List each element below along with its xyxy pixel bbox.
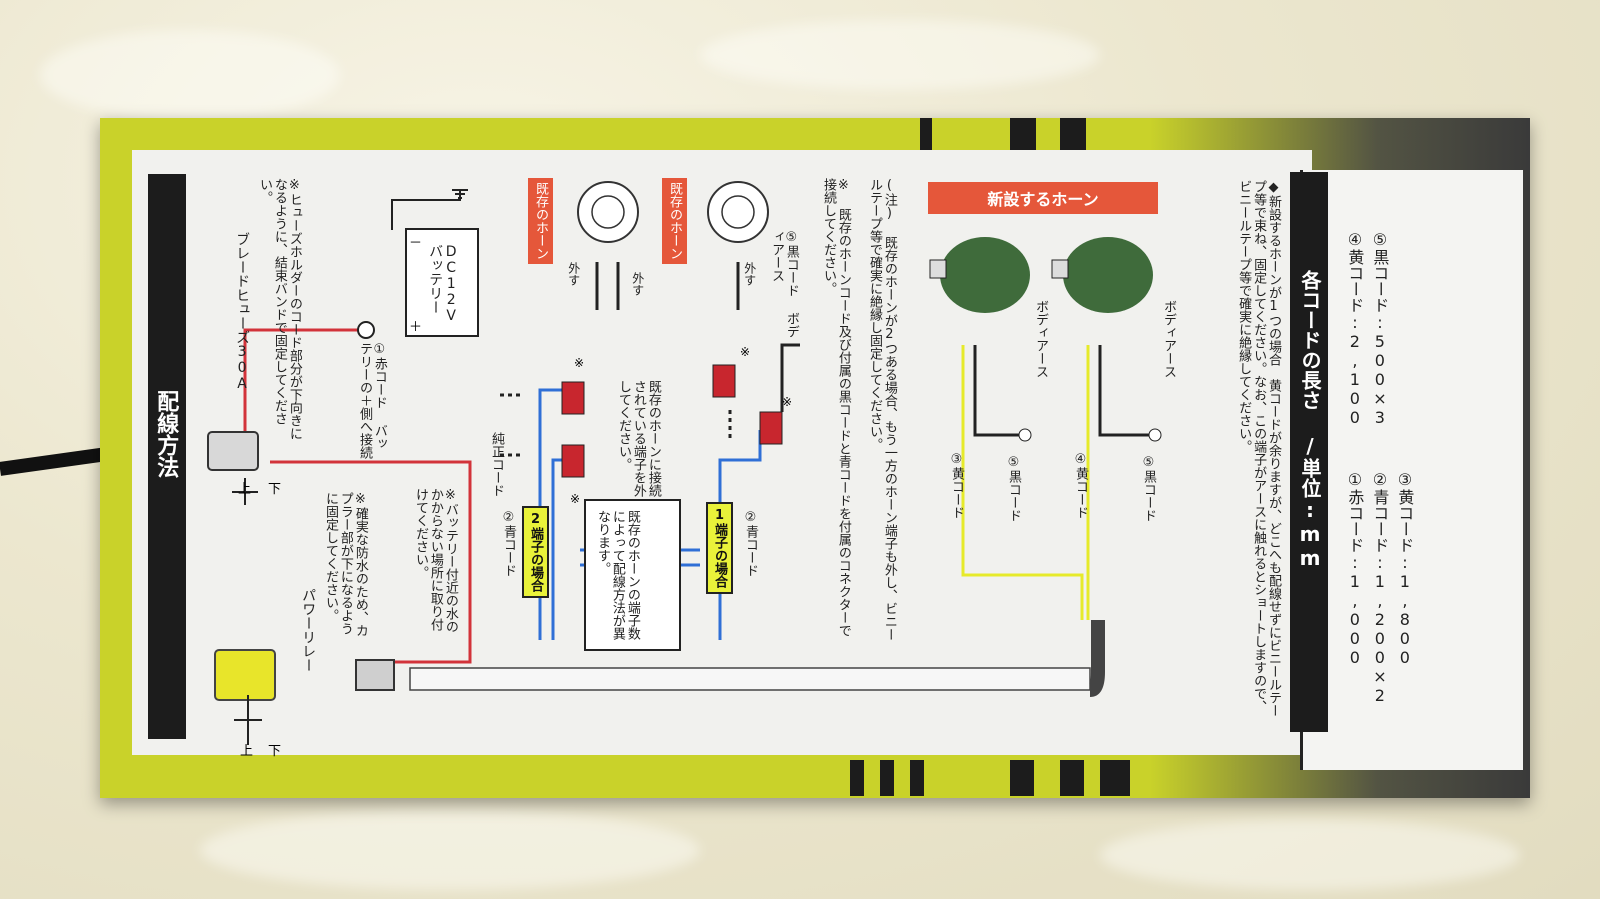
battery-icon: DC12V バッテリー ＋ － [405,228,479,337]
battery-minus: － [409,236,423,251]
harness-tube [409,667,1091,691]
relay-icon [214,649,276,701]
stripe [850,760,864,796]
relay-note1: ※確実な防水のため、カプラー部が下になるように固定してください。 [322,492,368,637]
genuine-cord-label: 純正コード [488,432,504,497]
relay-title: パワーリレー [300,588,317,672]
wiring-note: 既存のホーンの端子数によって配線方法が異なります。 [594,510,640,640]
paren-note: (注) 既存のホーンが2つある場合、もう一方のホーン端子も外し、ビニールテープ等… [866,178,897,641]
horn-bracket [1051,259,1069,279]
red-wire [270,460,472,664]
black-wire [780,343,800,412]
existing-horn-label: 既存のホーン [662,178,687,264]
connector [712,364,736,398]
stripe [1010,760,1034,796]
length-panel [1300,170,1523,770]
length-item: ②青コード:1,200×2 [1370,470,1390,705]
harness-bend [1088,620,1105,697]
length-item: ③黄コード:1,800 [1395,470,1415,667]
blue-cord-label: ②青コード [500,510,516,577]
asterisk-mark: ※ [570,492,581,506]
fuse-note: ※ヒューズホルダーのコード部分が下向きになるように、結束バンドで固定してください… [256,178,302,440]
fuse-holder-icon [207,431,259,471]
asterisk-note: ※ 既存のホーンコード及び付属の黒コードと青コードを付属のコネクターで接続してく… [820,178,851,637]
up-down-arrow-icon [234,695,262,745]
section-title-bar [148,174,186,739]
relay-up: 上 [240,744,254,759]
existing-horn-ring [721,195,755,229]
battery-ground-wire [391,190,461,230]
length-item: ①赤コード:1,000 [1345,470,1365,667]
body-earth-label: ボディアース [1160,300,1176,378]
earth-icon [1148,428,1162,442]
existing-horn-label: 既存のホーン [528,178,553,264]
asterisk-mark: ※ [740,345,751,359]
remove-arrows [595,262,740,310]
stripe [1100,760,1130,796]
existing-horn-ring [591,195,625,229]
fuse-down: 下 [268,482,282,497]
red-wire-battery [243,328,362,440]
new-horn-label: 新設するホーン [928,182,1158,214]
black-wire [973,345,1020,437]
earth-icon [1018,428,1032,442]
case-1terminal: 1端子の場合 [706,502,733,594]
relay-down: 下 [268,744,282,759]
relay-note2: ※バッテリー付近の水のかからない場所に取り付けてください。 [412,488,458,633]
remove-label: 外す [742,262,757,286]
terminal-icon [357,321,375,339]
yellow-wire [961,345,1084,620]
section-title: 配線方法 [153,390,179,478]
relay-coupler [355,659,395,691]
blue-wire [551,458,565,640]
length-title-bar [1290,172,1328,732]
asterisk-mark: ※ [782,395,793,409]
stripe [1060,760,1084,796]
fur-highlight [700,20,1100,90]
yellow-cord-4-label: ④黄コード [1072,452,1088,519]
new-horn-icon [940,237,1030,313]
asterisk-mark: ※ [574,356,585,370]
stripe [1010,118,1036,152]
explanation-box-frame [584,499,681,651]
black-cord-earth-label: ⑤黒コード ボディアース [768,230,799,338]
fur-highlight [200,810,700,890]
existing-horn-icon [577,181,639,243]
fuse-up: 上 [238,482,252,497]
blue-cord-label: ②青コード [742,510,758,577]
fur-highlight [1100,820,1520,890]
connector [561,444,585,478]
case-2terminals: 2端子の場合 [522,506,549,598]
horn-bracket [929,259,947,279]
connector [561,381,585,415]
genuine-cord-line [500,393,520,457]
black-cord-5-label: ⑤黒コード [1140,455,1156,522]
red-cord-label: ①赤コード バッテリーの＋側へ接続 [356,342,387,459]
battery-plus: ＋ [409,320,423,335]
stripe [1060,118,1086,152]
fur-highlight [40,30,340,120]
length-item: ⑤黒コード:500×3 [1370,230,1390,427]
remove-label: 外す [630,272,645,296]
battery-label: DC12V バッテリー [427,244,460,324]
stripe [880,760,894,796]
yellow-cord-3-label: ③黄コード [948,452,964,519]
length-title: 各コードの長さ /単位:mm [1298,270,1322,570]
existing-horn-icon [707,181,769,243]
black-cord-5-label: ⑤黒コード [1005,455,1021,522]
connector [759,411,783,445]
remove-label: 外す [566,262,581,286]
stripe [910,760,924,796]
stripe [920,118,932,152]
up-down-arrow-icon [232,478,258,505]
connect-note: 既存のホーンに接続されている端子を外してください。 [615,380,661,497]
length-item: ④黄コード:2,100 [1345,230,1365,427]
single-horn-note: ◆新設するホーンが1つの場合 黄コードが余りますが、どこへも配線せずにビニールテ… [1236,180,1281,717]
body-earth-label: ボディアース [1032,300,1048,378]
new-horn-icon [1063,237,1153,313]
black-wire [1098,345,1150,437]
ground-icon [452,189,468,199]
fuse-title: ブレードヒューズ30A [234,232,251,392]
